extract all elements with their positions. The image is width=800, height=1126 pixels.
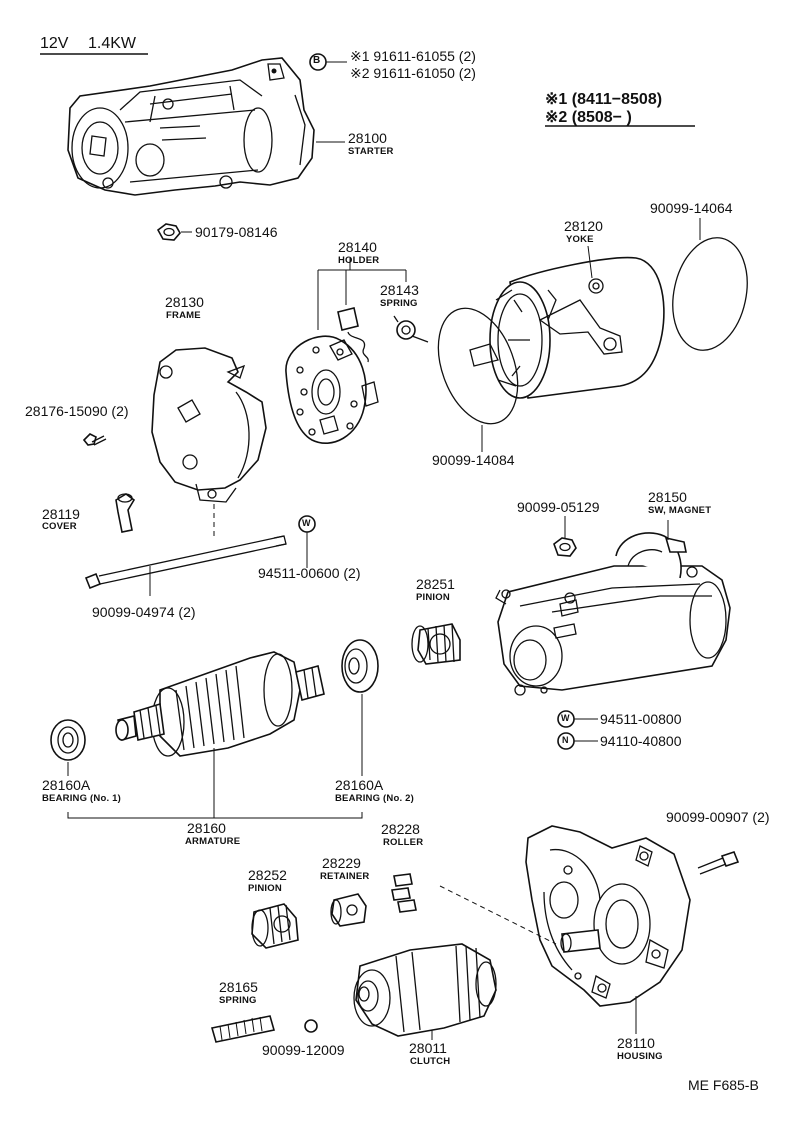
nut-90179-number: 90179-08146 bbox=[195, 224, 278, 240]
bolt-note-2: ※2 91611-61050 (2) bbox=[350, 65, 476, 81]
ball-number: 90099-12009 bbox=[262, 1042, 345, 1058]
washer-00600-symbol: W bbox=[302, 518, 311, 528]
nut-40800-number: 94110-40800 bbox=[600, 733, 682, 749]
brush-drawing bbox=[337, 307, 369, 363]
bearing-no1-number: 28160A bbox=[42, 777, 91, 793]
header-power: 1.4KW bbox=[88, 35, 137, 52]
spring-28165-drawing bbox=[210, 1015, 276, 1043]
through-bolt-number: 90099-04974 (2) bbox=[92, 604, 196, 620]
nut-40800-symbol: N bbox=[562, 735, 569, 745]
magnet-switch-number: 28150 bbox=[648, 489, 687, 505]
washer-00600-number: 94511-00600 (2) bbox=[258, 565, 361, 581]
clutch-number: 28011 bbox=[409, 1040, 447, 1056]
holder-bracket bbox=[317, 258, 407, 330]
magnet-switch-name: SW, MAGNET bbox=[648, 505, 712, 516]
housing-number: 28110 bbox=[617, 1035, 655, 1051]
leader-yoke bbox=[587, 245, 593, 279]
bearing-no2-number: 28160A bbox=[335, 777, 384, 793]
armature-drawing bbox=[115, 651, 325, 757]
starter-number: 28100 bbox=[348, 130, 387, 146]
bolt-symbol: B bbox=[313, 55, 321, 66]
screw-28176-drawing bbox=[82, 433, 107, 446]
washer-00800-number: 94511-00800 bbox=[600, 711, 682, 727]
housing-drawing bbox=[525, 825, 691, 1007]
bearing-no2-name: BEARING (No. 2) bbox=[335, 793, 414, 804]
holder-name: HOLDER bbox=[338, 255, 380, 266]
holder-number: 28140 bbox=[338, 239, 377, 255]
retainer-number: 28229 bbox=[322, 855, 361, 871]
footer-code: ME F685-B bbox=[688, 1077, 759, 1093]
ball-drawing bbox=[304, 1019, 318, 1033]
roller-name: ROLLER bbox=[383, 837, 424, 848]
legend-1: ※1 (8411−8508) bbox=[545, 91, 663, 108]
bearing-no1-name: BEARING (No. 1) bbox=[42, 793, 121, 804]
frame-number: 28130 bbox=[165, 294, 204, 310]
brush-holder-drawing bbox=[285, 335, 379, 445]
pinion-28252-number: 28252 bbox=[248, 867, 287, 883]
oring-14064-number: 90099-14064 bbox=[650, 200, 733, 216]
pinion-28252-drawing bbox=[251, 903, 299, 949]
pinion-28251-name: PINION bbox=[416, 592, 450, 603]
frame-drawing bbox=[151, 347, 267, 503]
armature-number: 28160 bbox=[187, 820, 226, 836]
nut-90179-drawing bbox=[156, 223, 181, 241]
clutch-drawing bbox=[353, 943, 497, 1037]
pinion-28251-number: 28251 bbox=[416, 576, 455, 592]
spring-28165-number: 28165 bbox=[219, 979, 258, 995]
screw-28176-number: 28176-15090 (2) bbox=[25, 403, 129, 419]
spring-28143-drawing bbox=[393, 315, 429, 343]
frame-name: FRAME bbox=[166, 310, 201, 321]
bolt-00907-drawing bbox=[697, 851, 740, 875]
roller-number: 28228 bbox=[381, 821, 420, 837]
bolt-note-1: ※1 91611-61055 (2) bbox=[350, 48, 476, 64]
cover-name: COVER bbox=[42, 521, 77, 532]
bolt-00907-number: 90099-00907 (2) bbox=[666, 809, 770, 825]
nut-05129-drawing bbox=[553, 537, 577, 557]
retainer-drawing bbox=[330, 893, 367, 927]
starter-name: STARTER bbox=[348, 146, 394, 157]
spring-28143-name: SPRING bbox=[380, 298, 418, 309]
legend-2: ※2 (8508− ) bbox=[545, 109, 632, 126]
bearing-no1-drawing bbox=[50, 719, 86, 761]
starter-assembly-drawing bbox=[67, 57, 315, 196]
washer-00800-symbol: W bbox=[561, 713, 570, 723]
clutch-name: CLUTCH bbox=[410, 1056, 451, 1067]
armature-name: ARMATURE bbox=[185, 836, 241, 847]
cover-number: 28119 bbox=[42, 506, 80, 522]
yoke-number: 28120 bbox=[564, 218, 603, 234]
nut-05129-number: 90099-05129 bbox=[517, 499, 600, 515]
header-voltage: 12V bbox=[40, 35, 69, 52]
oring-14064-drawing bbox=[672, 237, 748, 351]
housing-name: HOUSING bbox=[617, 1051, 663, 1062]
oring-14084-drawing bbox=[437, 307, 519, 425]
yoke-drawing bbox=[469, 256, 665, 399]
yoke-name: YOKE bbox=[566, 234, 594, 245]
oring-14084-number: 90099-14084 bbox=[432, 452, 515, 468]
through-bolt-drawing bbox=[84, 535, 287, 590]
armature-group-bracket bbox=[67, 812, 363, 819]
spring-28143-number: 28143 bbox=[380, 282, 419, 298]
roller-alignment-line bbox=[439, 885, 557, 945]
spring-28165-name: SPRING bbox=[219, 995, 257, 1006]
magnet-switch-drawing bbox=[495, 532, 731, 696]
retainer-name: RETAINER bbox=[320, 871, 370, 882]
pinion-28252-name: PINION bbox=[248, 883, 282, 894]
bearing-no2-drawing bbox=[341, 639, 379, 693]
pinion-28251-drawing bbox=[411, 623, 461, 665]
roller-drawing bbox=[391, 873, 417, 913]
cover-drawing bbox=[115, 493, 136, 533]
